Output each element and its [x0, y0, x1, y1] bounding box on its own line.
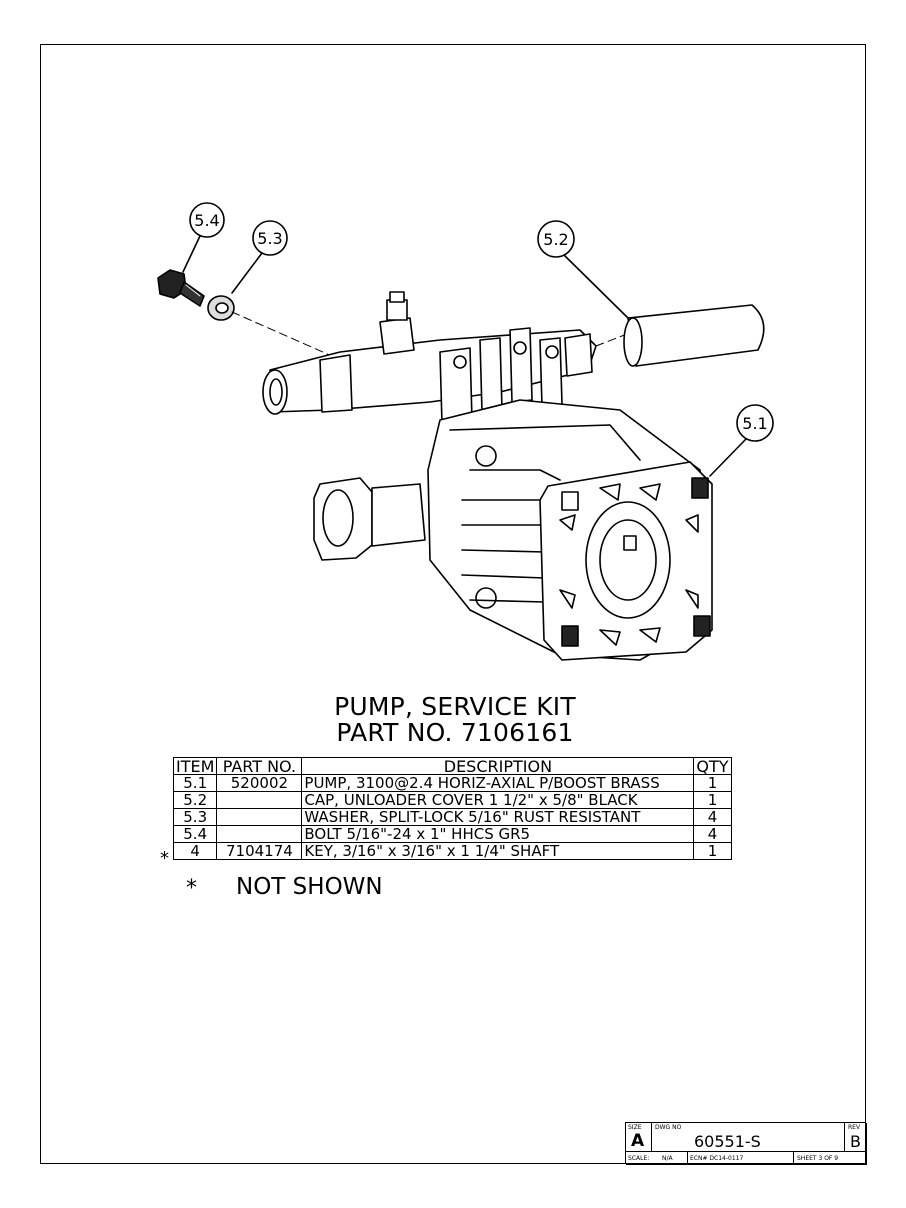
bom-qty: 4 [693, 808, 732, 826]
unloader-cap-part [623, 304, 765, 367]
bom-qty: 1 [693, 774, 732, 792]
title-block: SIZE A DWG NO 60551-S REV B SCALE: N/A E… [625, 1122, 867, 1165]
callout-5-2: 5.2 [537, 220, 629, 319]
bom-part-no: 7104174 [216, 842, 303, 860]
bom-description: PUMP, 3100@2.4 HORIZ-AXIAL P/BOOST BRASS [301, 774, 695, 792]
dwg-no-cell: DWG NO 60551-S [652, 1123, 845, 1152]
pump-flange [539, 461, 713, 661]
bom-item: 4 [172, 842, 218, 860]
dwg-no-value: 60551-S [694, 1132, 761, 1151]
size-cell: SIZE A [626, 1123, 652, 1152]
bom-item: 5.4 [172, 825, 218, 843]
washer-part [207, 295, 235, 321]
rev-label: REV [848, 1124, 861, 1131]
note-not-shown: NOT SHOWN [236, 874, 383, 900]
bom-row: 5.1 520002 PUMP, 3100@2.4 HORIZ-AXIAL P/… [172, 774, 732, 792]
bolt-part [157, 269, 205, 307]
bom-part-no [216, 808, 303, 826]
scale-label: SCALE: [628, 1155, 650, 1162]
bom-item: 5.1 [172, 774, 218, 792]
bom-description: KEY, 3/16" x 3/16" x 1 1/4" SHAFT [301, 842, 695, 860]
drawing-border [40, 44, 866, 1164]
dwg-no-label: DWG NO [655, 1124, 682, 1131]
bill-of-materials: ITEM PART NO. DESCRIPTION QTY 5.1 520002… [172, 757, 732, 860]
bom-part-no [216, 825, 303, 843]
bom-row: 5.3 WASHER, SPLIT-LOCK 5/16" RUST RESIST… [172, 808, 732, 826]
bom-qty: 1 [693, 842, 732, 860]
size-label: SIZE [628, 1124, 642, 1131]
bom-header-row: ITEM PART NO. DESCRIPTION QTY [172, 757, 732, 775]
inlet-fitting [313, 477, 426, 561]
callout-5-1: 5.1 [709, 404, 774, 477]
bom-row: 4 7104174 KEY, 3/16" x 3/16" x 1 1/4" SH… [172, 842, 732, 860]
pump-manifold [262, 291, 597, 425]
scale-value: N/A [662, 1155, 673, 1162]
callout-5-4: 5.4 [182, 202, 225, 273]
bom-row: 5.4 BOLT 5/16"-24 x 1" HHCS GR5 4 [172, 825, 732, 843]
bom-description: WASHER, SPLIT-LOCK 5/16" RUST RESISTANT [301, 808, 695, 826]
not-shown-mark: * [160, 848, 169, 869]
col-qty: QTY [693, 757, 732, 775]
sheet-cell: SHEET 3 OF 9 [794, 1152, 867, 1165]
bom-item: 5.2 [172, 791, 218, 809]
kit-part-number: PART NO. 7106161 [336, 718, 574, 747]
bom-description: CAP, UNLOADER COVER 1 1/2" x 5/8" BLACK [301, 791, 695, 809]
ecn-value: ECN# DC14-0117 [690, 1155, 744, 1162]
kit-title: PUMP, SERVICE KIT [334, 692, 576, 721]
size-value: A [631, 1131, 645, 1151]
bom-row: 5.2 CAP, UNLOADER COVER 1 1/2" x 5/8" BL… [172, 791, 732, 809]
bom-description: BOLT 5/16"-24 x 1" HHCS GR5 [301, 825, 695, 843]
note-asterisk: * [186, 876, 197, 901]
callout-5-1-label: 5.1 [742, 414, 767, 433]
bom-qty: 4 [693, 825, 732, 843]
callout-5-3-label: 5.3 [257, 229, 282, 248]
col-description: DESCRIPTION [301, 757, 695, 775]
bom-qty: 1 [693, 791, 732, 809]
callout-5-3: 5.3 [231, 220, 288, 294]
sheet-value: SHEET 3 OF 9 [797, 1155, 839, 1162]
col-part-no: PART NO. [216, 757, 303, 775]
rev-cell: REV B [845, 1123, 867, 1152]
callout-5-4-label: 5.4 [194, 211, 219, 230]
callout-5-2-label: 5.2 [543, 230, 568, 249]
scale-cell: SCALE: N/A [626, 1152, 688, 1165]
bom-item: 5.3 [172, 808, 218, 826]
rev-value: B [850, 1132, 861, 1151]
bom-part-no: 520002 [216, 774, 303, 792]
ecn-cell: ECN# DC14-0117 [688, 1152, 794, 1165]
bom-part-no [216, 791, 303, 809]
col-item: ITEM [172, 757, 218, 775]
